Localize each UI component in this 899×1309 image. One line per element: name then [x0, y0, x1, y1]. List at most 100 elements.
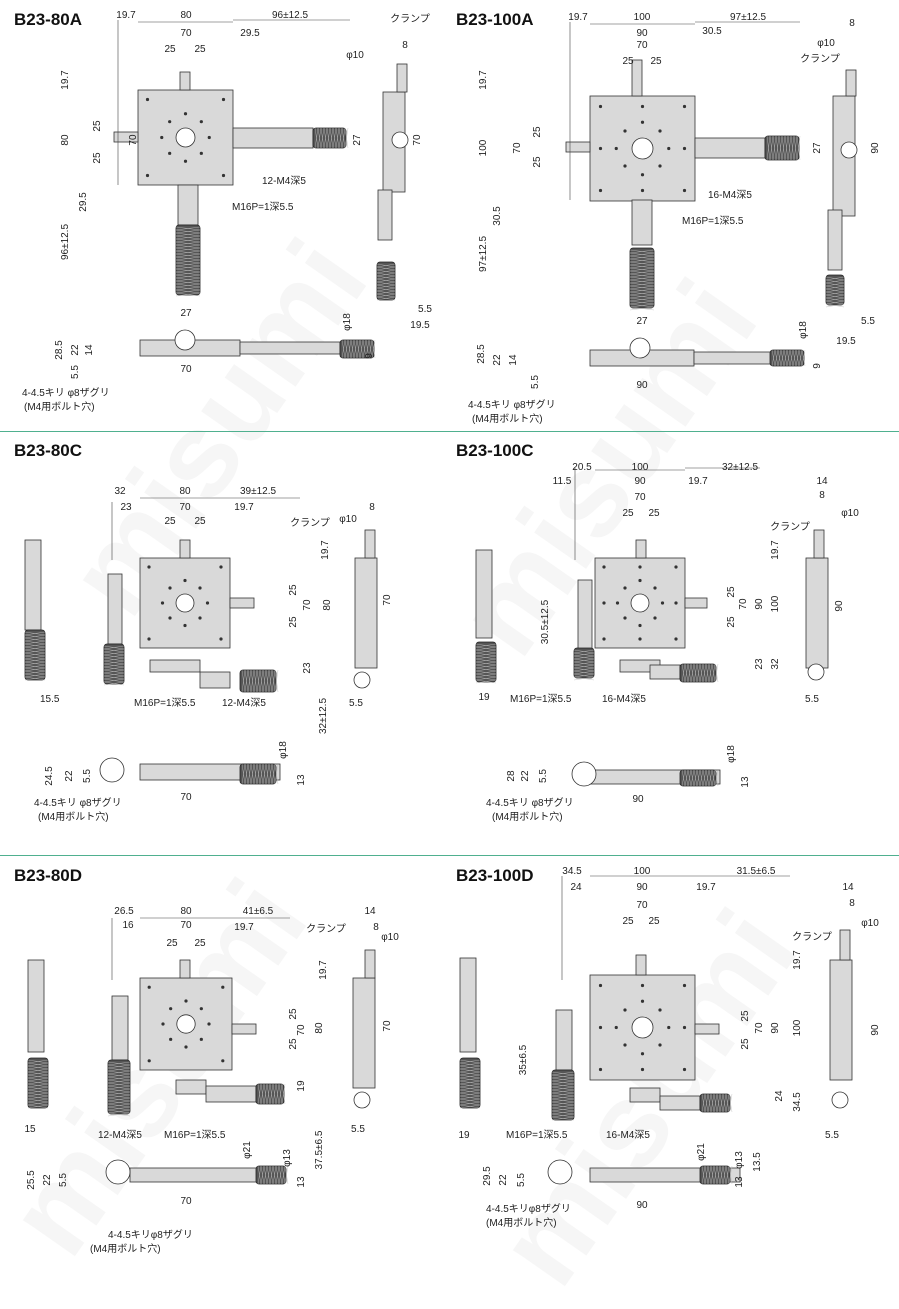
knurl-mark	[551, 1083, 575, 1088]
dimension-label: φ10	[817, 38, 835, 49]
knurl-mark	[825, 288, 845, 293]
knurl-mark	[475, 661, 497, 666]
screw-hole	[598, 188, 603, 193]
knurl-mark	[629, 258, 655, 263]
dimension-label: 28.5	[54, 340, 65, 360]
dimension-label: 23	[754, 658, 765, 670]
knurl-mark	[796, 135, 801, 161]
micrometer-thimble	[629, 247, 655, 311]
thimble-body	[551, 1069, 575, 1121]
knurl-mark	[475, 679, 497, 684]
knurl-mark	[376, 278, 396, 283]
dimension-label: (M4用ボルト穴)	[38, 810, 109, 823]
screw-hole	[682, 104, 687, 109]
dimension-label: 39±12.5	[240, 486, 277, 497]
dimension-label: 14	[508, 354, 519, 366]
screw-hole	[667, 146, 671, 151]
dimension-label: 25	[726, 616, 737, 628]
knurl-mark	[263, 1165, 268, 1185]
dimension-label: 70	[634, 492, 646, 503]
screw-hole	[614, 146, 618, 151]
micrometer-thimble	[107, 1059, 131, 1117]
knurl-mark	[699, 663, 704, 683]
screw-hole	[183, 578, 187, 583]
knurl-mark	[27, 1077, 49, 1082]
knurl-mark	[338, 127, 343, 149]
knurl-mark	[175, 283, 201, 288]
screw-hole	[623, 164, 627, 168]
dimension-label: 19.7	[318, 960, 329, 980]
micrometer-sleeve	[659, 1095, 701, 1111]
dimension-label: 19.7	[792, 950, 803, 970]
screw-hole	[183, 623, 187, 628]
thimble-body	[699, 1093, 731, 1113]
dimension-label: 16-M4深5	[602, 693, 646, 705]
knurl-mark	[281, 1165, 286, 1185]
knurl-mark	[27, 1095, 49, 1100]
dimension-label: 25	[740, 1038, 751, 1050]
screw-hole	[184, 999, 188, 1003]
panel-title-b23-100d: B23-100D	[456, 866, 534, 885]
knurl-mark	[771, 349, 776, 367]
dimension-label: 80	[314, 1022, 325, 1034]
screw-hole	[638, 623, 642, 628]
knurl-mark	[335, 127, 340, 149]
knurl-mark	[573, 649, 595, 654]
screw-hole	[145, 173, 150, 178]
knurl-mark	[24, 631, 46, 636]
dimension-label: 22	[520, 770, 531, 782]
knurl-mark	[801, 349, 806, 367]
knurl-mark	[376, 275, 396, 280]
dimension-label: 14	[842, 882, 854, 893]
knurl-mark	[259, 763, 264, 785]
dimension-label: 34.5	[562, 866, 582, 877]
right-side-clamp	[364, 949, 376, 979]
knurl-mark	[701, 1165, 706, 1185]
thimble-body	[239, 763, 277, 785]
dimension-label: 8	[369, 502, 375, 513]
knurl-mark	[719, 1165, 724, 1185]
knurl-mark	[728, 1093, 733, 1113]
dimension-label: クランプ	[306, 923, 346, 935]
knurl-mark	[353, 339, 358, 359]
knurl-mark	[341, 339, 346, 359]
screw-hole	[168, 616, 172, 620]
knurl-mark	[825, 300, 845, 305]
thimble-body	[312, 127, 347, 149]
knurl-mark	[24, 670, 46, 675]
thimble-body	[825, 274, 845, 306]
center-hole	[175, 593, 195, 613]
knurl-mark	[24, 643, 46, 648]
knurl-mark	[825, 285, 845, 290]
dimension-label: 8	[849, 898, 855, 909]
screw-hole	[184, 1045, 188, 1049]
knurl-mark	[704, 1093, 709, 1113]
micrometer-sleeve	[694, 137, 766, 159]
knurl-mark	[629, 300, 655, 305]
dimension-label: 19.7	[568, 12, 588, 23]
knurl-mark	[103, 648, 125, 653]
screw-hole	[199, 1037, 203, 1041]
knurl-mark	[241, 763, 246, 785]
screw-hole	[674, 565, 678, 569]
dimension-label: 25	[622, 56, 634, 67]
knurl-mark	[24, 664, 46, 669]
dimension-label: 19	[296, 1080, 307, 1092]
knurl-mark	[265, 763, 270, 785]
dimension-label: 80	[60, 134, 71, 146]
dimension-label: 25.5	[26, 1170, 37, 1190]
screw-hole	[598, 146, 603, 151]
knurl-mark	[710, 1165, 715, 1185]
knurl-mark	[702, 769, 707, 787]
thimble-body	[629, 247, 655, 309]
knurl-mark	[798, 349, 803, 367]
knurl-mark	[573, 652, 595, 657]
screw-hole	[168, 151, 172, 155]
dimension-label: (M4用ボルト穴)	[24, 400, 95, 413]
knurl-mark	[475, 658, 497, 663]
knurl-mark	[629, 306, 655, 311]
knurl-mark	[256, 763, 261, 785]
screw-hole	[219, 565, 223, 569]
dimension-label: 70	[180, 792, 192, 803]
knurl-mark	[701, 1093, 706, 1113]
